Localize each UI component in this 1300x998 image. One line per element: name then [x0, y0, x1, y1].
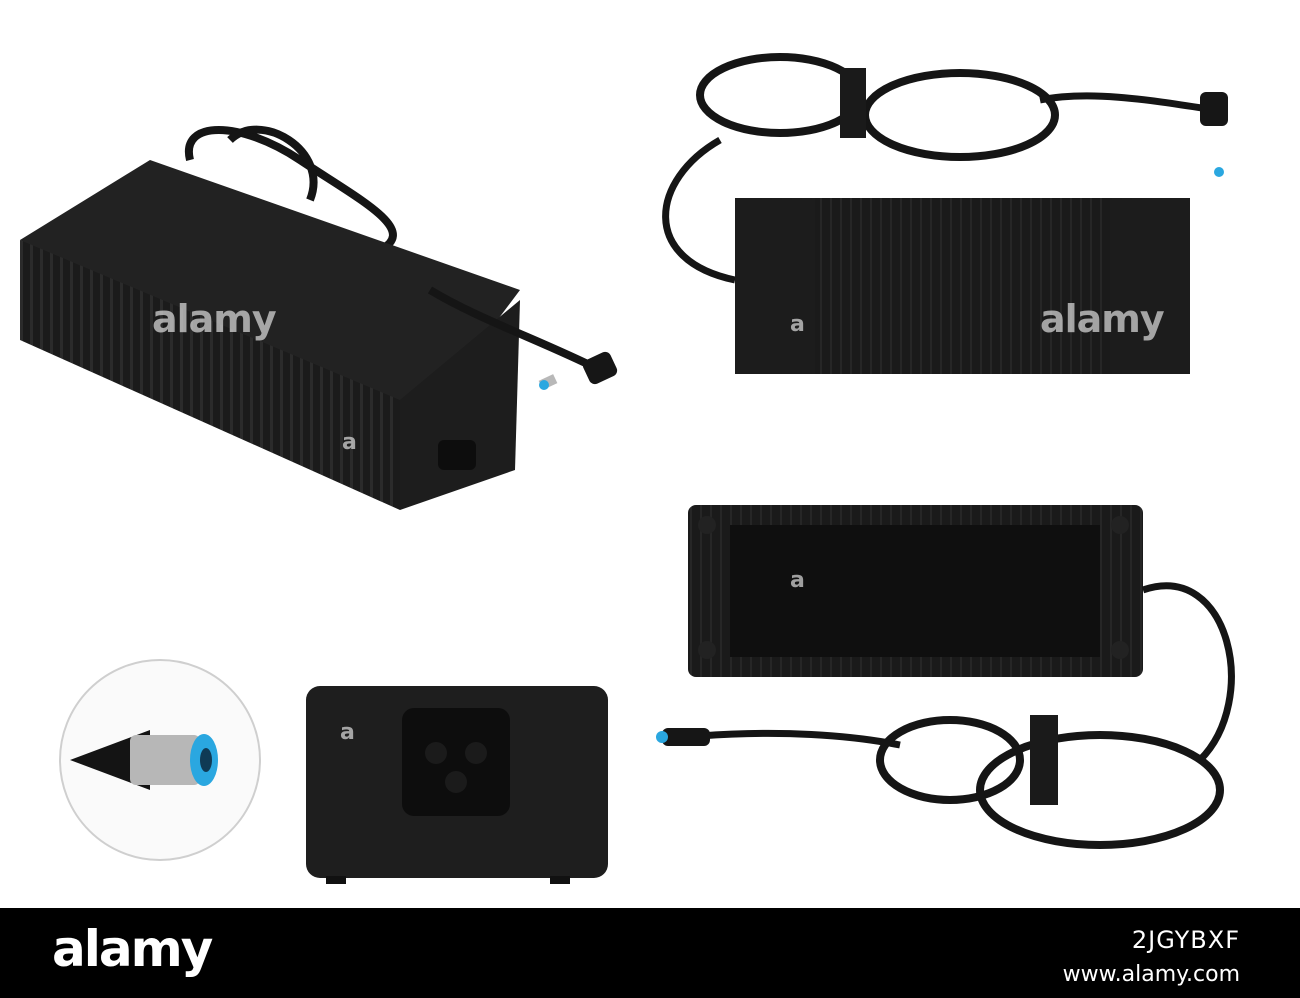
adapter-top-view: [662, 53, 1228, 374]
watermark-text: alamy: [1040, 297, 1165, 341]
product-photo: [20, 53, 1235, 884]
site-url: www.alamy.com: [1062, 962, 1240, 987]
connector-closeup: [59, 659, 261, 861]
watermark-mark: a: [790, 568, 805, 593]
image-id: 2JGYBXF: [1131, 926, 1240, 954]
adapter-end-view: [306, 686, 608, 884]
watermark-mark: a: [340, 720, 355, 745]
watermark-text: alamy: [152, 297, 277, 341]
adapter-bottom-view: [656, 505, 1235, 849]
watermark-mark: a: [790, 312, 805, 337]
footer-bar: alamy 2JGYBXF www.alamy.com: [0, 908, 1300, 998]
adapter-angled-view: [20, 125, 618, 510]
alamy-logo: alamy: [52, 920, 213, 978]
image-meta: 2JGYBXF www.alamy.com: [1063, 926, 1240, 987]
watermark-mark: a: [342, 430, 357, 455]
